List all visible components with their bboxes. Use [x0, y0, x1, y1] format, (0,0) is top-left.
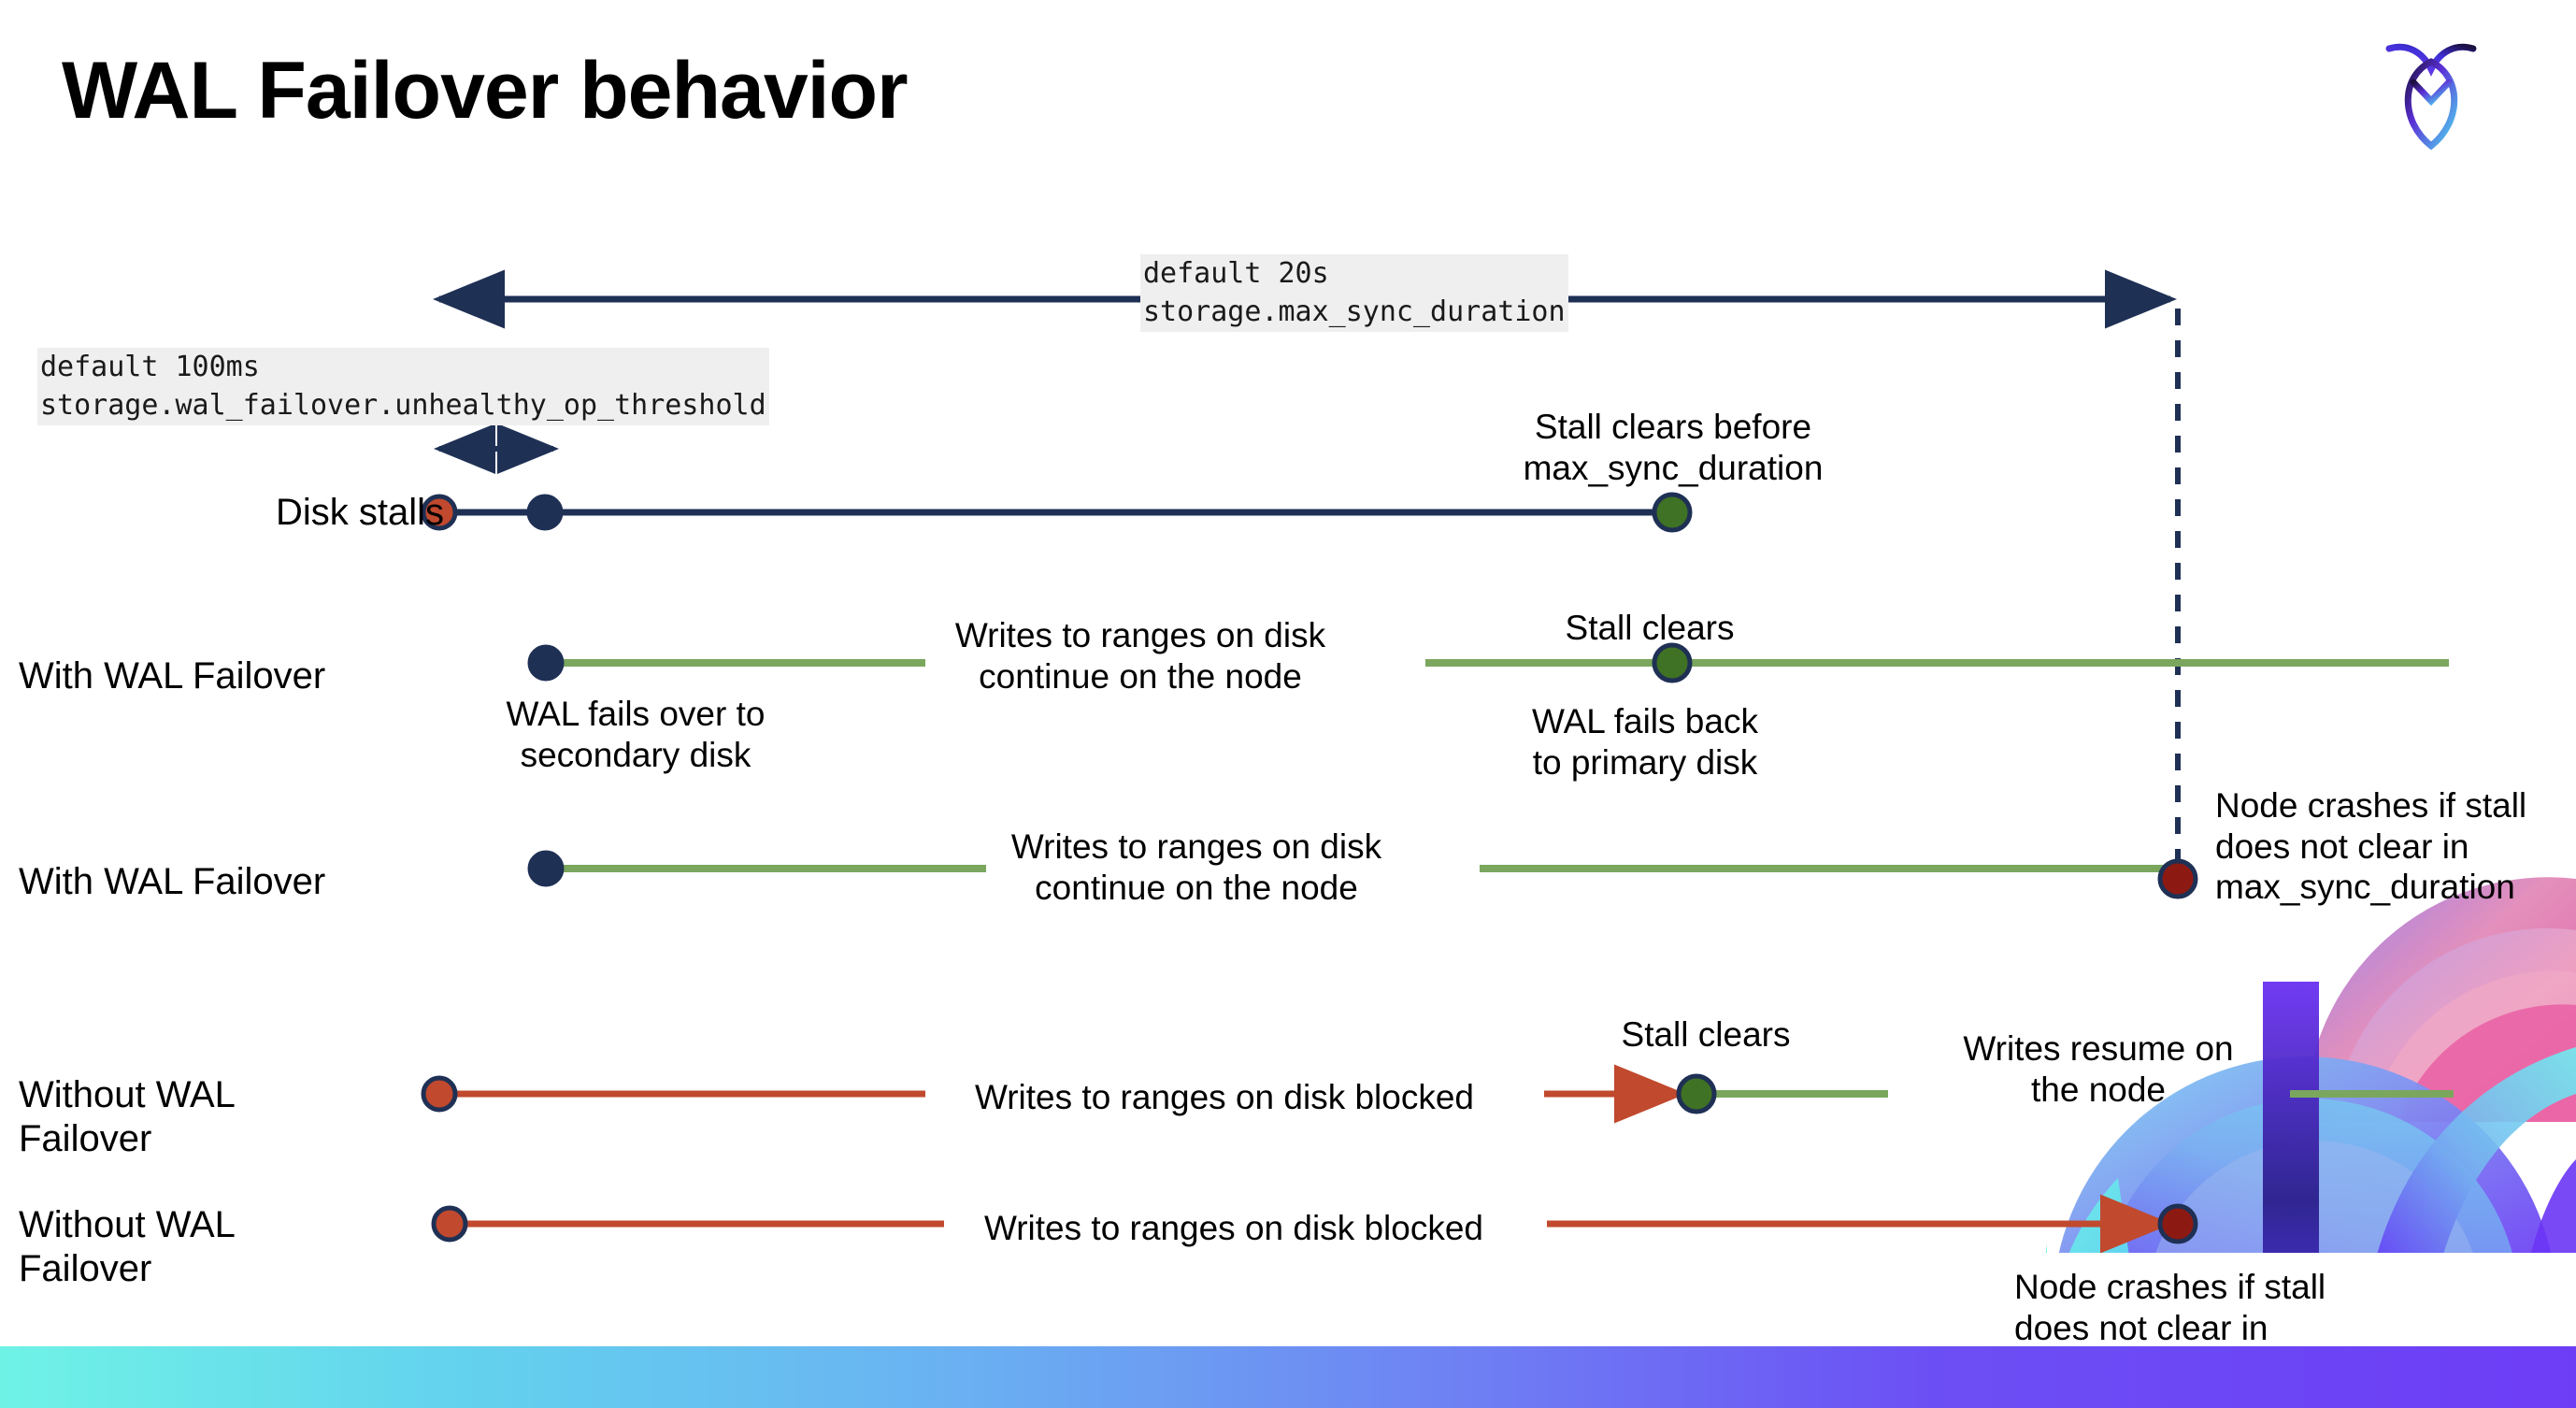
annotation-wal-fails-over: WAL fails over to secondary disk [506, 695, 766, 774]
cockroachdb-logo-icon [2385, 43, 2477, 151]
annotation-writes-blocked-row4: Writes to ranges on disk blocked [974, 1078, 1475, 1116]
row-label-without-wal-failover-1: Without WAL Failover [19, 1074, 235, 1160]
row3-failover-dot [527, 850, 565, 887]
annotation-writes-continue-row2: Writes to ranges on disk continue on the… [954, 616, 1326, 696]
max-sync-default-text: default 20s [1143, 257, 1329, 290]
row4-stall-clears-dot [1676, 1073, 1717, 1114]
page-title: WAL Failover behavior [62, 46, 909, 136]
row-label-disk-stalls: Disk stalls [275, 492, 444, 533]
annotation-writes-resume: Writes resume on the node [1963, 1029, 2234, 1109]
row-label-without-wal-failover-2: Without WAL Failover [19, 1204, 235, 1290]
annotation-wal-fails-back: WAL fails back to primary disk [1532, 702, 1758, 782]
row2-stall-clears-dot [1652, 642, 1693, 683]
unhealthy-op-default-text: default 100ms [40, 351, 260, 383]
row3-crash-dot [2157, 858, 2198, 899]
row4-stall-start-dot [421, 1075, 458, 1113]
annotation-writes-continue-row3: Writes to ranges on disk continue on the… [1010, 827, 1382, 907]
max-sync-setting-text: storage.max_sync_duration [1143, 295, 1566, 329]
bottom-gradient-bar [0, 1346, 2576, 1408]
annotation-stall-clears-before: Stall clears before max_sync_duration [1523, 408, 1824, 487]
annotation-stall-clears-row4: Stall clears [1621, 1015, 1791, 1054]
row1-failover-dot [526, 494, 564, 531]
unhealthy-op-threshold-chip: default 100ms storage.wal_failover.unhea… [37, 348, 769, 425]
max-sync-duration-chip: default 20s storage.max_sync_duration [1140, 254, 1568, 332]
annotation-stall-clears-row2: Stall clears [1565, 609, 1735, 647]
row5-stall-start-dot [431, 1205, 468, 1243]
row1-stall-clears-dot [1652, 492, 1693, 533]
annotation-node-crash-row3: Node crashes if stall does not clear in … [2215, 786, 2527, 907]
row-label-with-wal-failover-1: With WAL Failover [19, 655, 326, 697]
row5-crash-dot [2157, 1203, 2198, 1244]
row-label-with-wal-failover-2: With WAL Failover [19, 861, 326, 902]
row2-failover-dot [527, 644, 565, 682]
annotation-writes-blocked-row5: Writes to ranges on disk blocked [983, 1209, 1484, 1247]
unhealthy-op-setting-text: storage.wal_failover.unhealthy_op_thresh… [40, 389, 766, 423]
row1-stall-start-dot [421, 494, 458, 531]
